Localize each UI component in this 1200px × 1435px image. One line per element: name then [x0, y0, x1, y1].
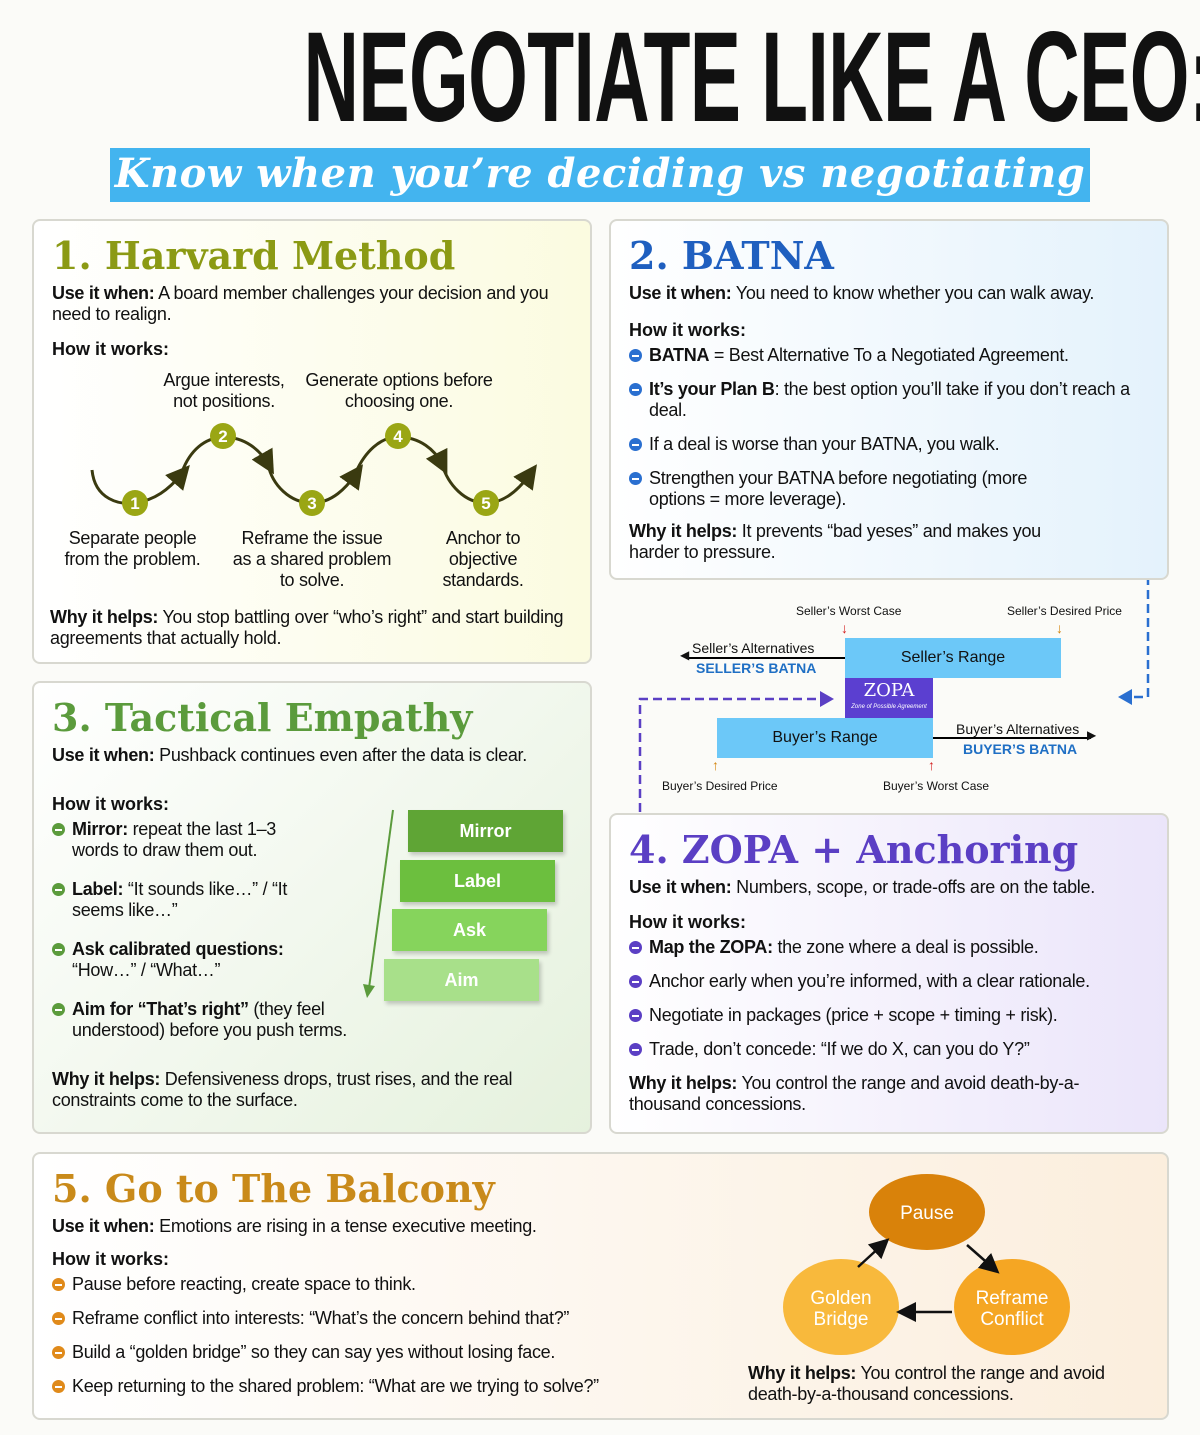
step-3-badge [299, 490, 325, 516]
bullet-icon [629, 941, 642, 954]
how-it-works-label: How it works: [52, 794, 170, 814]
step-2-text: Argue interests, not positions. [163, 370, 285, 411]
use-it-when: Use it when: You need to know whether yo… [629, 283, 1095, 303]
svg-text:Golden: Golden [810, 1288, 871, 1309]
list-item: Label: “It sounds like…” / “It seems lik… [52, 879, 292, 921]
step-1-badge [122, 490, 148, 516]
page-subtitle: Know when you’re deciding vs negotiating [110, 148, 1090, 202]
svg-text:Pause: Pause [900, 1203, 954, 1224]
svg-text:5: 5 [481, 494, 490, 513]
list-item: Anchor early when you’re informed, with … [629, 971, 1149, 992]
pause-node [869, 1174, 985, 1250]
bullet-icon [52, 823, 65, 836]
bullet-icon [52, 1380, 65, 1393]
bullet-icon [629, 1009, 642, 1022]
panel-title: 2. BATNA [629, 233, 834, 278]
arrow-left-icon [1118, 689, 1132, 705]
how-it-works-label: How it works: [52, 339, 170, 359]
bullet-icon [52, 1278, 65, 1291]
list-item: If a deal is worse than your BATNA, you … [629, 434, 1149, 455]
list-item: Reframe conflict into interests: “What’s… [52, 1308, 1149, 1329]
list-item: Trade, don’t concede: “If we do X, can y… [629, 1039, 1149, 1060]
svg-text:2: 2 [218, 427, 227, 446]
list-item: Mirror: repeat the last 1–3 words to dra… [52, 819, 292, 861]
bullet-icon [629, 383, 642, 396]
page-title: NEGOTIATE LIKE A CEO: [303, 6, 1200, 149]
use-it-when: Use it when: Numbers, scope, or trade-of… [629, 877, 1095, 897]
use-it-when: Use it when: Pushback continues even aft… [52, 745, 527, 765]
bullet-icon [629, 349, 642, 362]
ladder-label: Label [400, 860, 555, 902]
how-it-works-label: How it works: [629, 320, 747, 340]
panel-title: 3. Tactical Empathy [52, 695, 473, 740]
svg-text:4: 4 [393, 427, 403, 446]
list-item: Negotiate in packages (price + scope + t… [629, 1005, 1149, 1026]
list-item: Build a “golden bridge” so they can say … [52, 1342, 1149, 1363]
harvard-why-it-helps: Why it helps: You stop battling over “wh… [50, 607, 564, 648]
list-item: Pause before reacting, create space to t… [52, 1274, 1149, 1295]
panel-title: 4. ZOPA + Anchoring [629, 827, 1079, 872]
svg-text:1: 1 [130, 494, 139, 513]
svg-text:Conflict: Conflict [980, 1309, 1044, 1330]
why-it-helps: Why it helps: Defensiveness drops, trust… [52, 1069, 513, 1110]
list-item: Strengthen your BATNA before negotiating… [629, 468, 1029, 510]
harvard-method-panel: 1. Harvard Method Use it when: A board m… [32, 219, 592, 664]
panel-title: 1. Harvard Method [52, 233, 456, 278]
list-item: Ask calibrated questions: “How…” / “What… [52, 939, 312, 981]
bullet-icon [52, 1346, 65, 1359]
zopa-anchoring-panel: 4. ZOPA + Anchoring Use it when: Numbers… [609, 813, 1169, 1134]
ladder-aim: Aim [384, 959, 539, 1001]
svg-text:3: 3 [307, 494, 316, 513]
bullet-icon [52, 1003, 65, 1016]
list-item: Keep returning to the shared problem: “W… [52, 1376, 1149, 1397]
step-3-text: Reframe the issue as a shared problem to… [232, 528, 392, 590]
list-item: Map the ZOPA: the zone where a deal is p… [629, 937, 1149, 958]
step-4-text: Generate options before choosing one. [305, 370, 493, 411]
panel-title: 5. Go to The Balcony [52, 1166, 495, 1211]
list-item: BATNA = Best Alternative To a Negotiated… [629, 345, 1149, 366]
batna-panel: 2. BATNA Use it when: You need to know w… [609, 219, 1169, 580]
svg-text:Bridge: Bridge [814, 1309, 869, 1330]
reframe-conflict-node [954, 1259, 1070, 1355]
bullet-icon [52, 1312, 65, 1325]
ladder-mirror: Mirror [408, 810, 563, 852]
bullet-icon [52, 943, 65, 956]
step-2-badge [210, 423, 236, 449]
how-it-works-label: How it works: [52, 1249, 170, 1269]
balcony-why-it-helps: Why it helps: You control the range and … [748, 1363, 1105, 1404]
ladder-ask: Ask [392, 909, 547, 951]
ladder-arrow [363, 809, 394, 998]
step-4-badge [385, 423, 411, 449]
step-5-text: Anchor to objective standards. [442, 528, 524, 590]
arrow-right-icon [820, 691, 834, 707]
bullet-icon [629, 472, 642, 485]
arrow-icon [966, 1244, 1000, 1274]
zopa-connector [638, 697, 820, 812]
bullet-icon [629, 1043, 642, 1056]
list-item: It’s your Plan B: the best option you’ll… [629, 379, 1149, 421]
list-item: Aim for “That’s right” (they feel unders… [52, 999, 372, 1041]
why-it-helps: Why it helps: You control the range and … [629, 1073, 1080, 1114]
use-it-when: Use it when: A board member challenges y… [52, 283, 549, 324]
step-5-badge [473, 490, 499, 516]
why-it-helps: Why it helps: It prevents “bad yeses” an… [629, 521, 1041, 562]
tactical-empathy-panel: 3. Tactical Empathy Use it when: Pushbac… [32, 681, 592, 1134]
bullet-icon [629, 975, 642, 988]
arrow-icon [857, 1238, 890, 1268]
golden-bridge-node [783, 1259, 899, 1355]
step-1-text: Separate people from the problem. [64, 528, 201, 569]
use-it-when: Use it when: Emotions are rising in a te… [52, 1216, 537, 1236]
bullet-icon [52, 883, 65, 896]
svg-text:Reframe: Reframe [976, 1288, 1049, 1309]
harvard-steps-diagram: 1 2 3 4 5 [90, 423, 537, 516]
bullet-icon [629, 438, 642, 451]
how-it-works-label: How it works: [629, 912, 747, 932]
balcony-cycle-diagram: Pause Golden Bridge Reframe Conflict [783, 1174, 1070, 1355]
